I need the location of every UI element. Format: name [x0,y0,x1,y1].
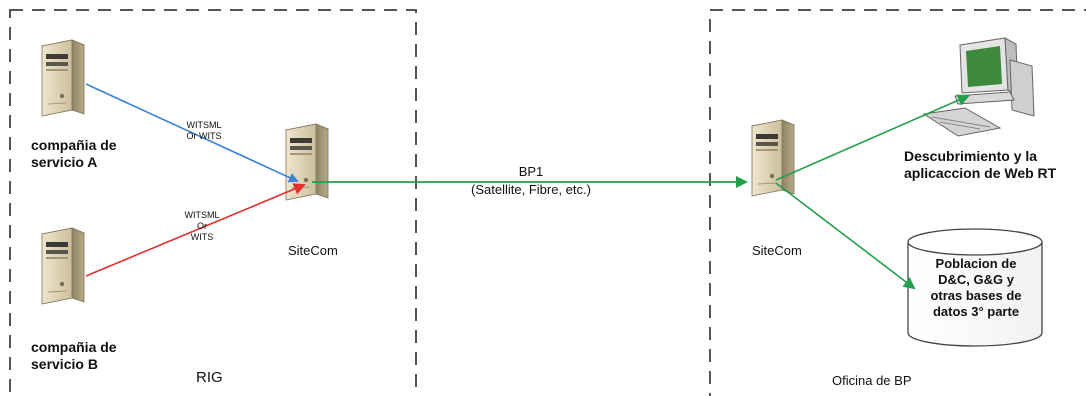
service-b-link [85,183,306,277]
service-a-protocol-label: WITSML Or WITS [186,120,222,141]
service-b-label: compañia de servicio B [31,339,117,372]
office-region-label: Oficina de BP [832,373,912,388]
office-to-web-link [775,94,970,181]
sitecom-office-server-icon [751,119,795,197]
office-region-border [709,9,1086,396]
rig-region-border [9,9,417,396]
service-a-label: compañia de servicio A [31,137,117,170]
sitecom-rig-server-icon [285,123,329,201]
office-to-db-link [775,182,916,290]
service-a-server-icon [41,39,85,117]
database-icon [907,228,1043,347]
workstation-icon [922,37,1035,137]
wan-media-label: (Satellite, Fibre, etc.) [471,182,591,197]
service-b-protocol-label: WITSML Or WITS [184,210,220,242]
rig-region-label: RIG [196,369,223,386]
web-app-label: Descubrimiento y la aplicaccion de Web R… [904,148,1057,181]
wan-name-label: BP1 [518,164,544,179]
sitecom-office-label: SiteCom [752,243,802,258]
sitecom-rig-label: SiteCom [288,243,338,258]
service-b-server-icon [41,227,85,305]
service-a-link [85,83,299,183]
database-label: Poblacion de D&C, G&G y otras bases de d… [930,256,1022,319]
